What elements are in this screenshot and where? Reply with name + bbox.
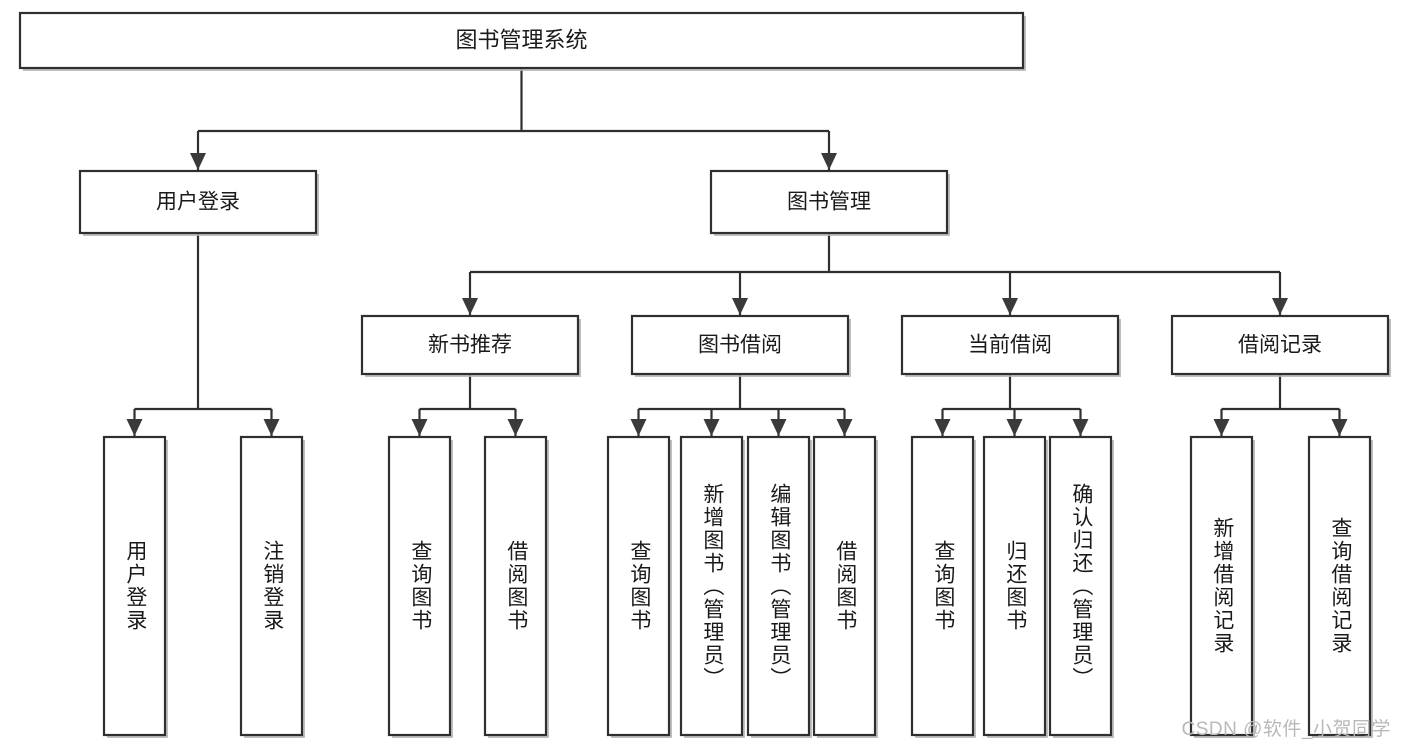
leaf-node-leaf-query-book-2[interactable] [606,435,671,737]
arrow-head-icon [1272,298,1288,315]
arrow-head-icon [934,419,951,436]
leaf-node-leaf-add-record[interactable] [1189,435,1254,737]
arrow-head-icon [1006,419,1023,436]
arrow-head-icon [411,419,428,436]
leaf-node-leaf-logout[interactable] [239,435,304,737]
leaf-node-leaf-query-book-1[interactable] [387,435,452,737]
node-user-login[interactable] [78,169,318,235]
arrow-head-icon [630,419,647,436]
leaf-node-leaf-user-login[interactable] [102,435,167,737]
node-label-user-login: 用户登录 [156,191,240,214]
node-label-root: 图书管理系统 [455,27,587,52]
node-current-borrow[interactable] [900,314,1120,376]
node-borrow-record[interactable] [1170,314,1390,376]
arrow-head-icon [1213,419,1230,436]
arrow-head-icon [507,419,524,436]
arrow-head-icon [1331,419,1348,436]
leaf-node-leaf-borrow-book-2[interactable] [812,435,877,737]
leaf-node-leaf-edit-book[interactable] [746,435,811,737]
arrow-head-icon [821,153,837,170]
node-label-new-book-recommend: 新书推荐 [428,334,512,357]
arrow-head-icon [836,419,853,436]
arrow-head-icon [462,298,478,315]
node-label-book-manage: 图书管理 [787,191,871,214]
arrow-head-icon [732,298,748,315]
connector-layer [126,68,1348,436]
leaf-node-leaf-return-book[interactable] [982,435,1047,737]
arrow-head-icon [703,419,720,436]
arrow-head-icon [1072,419,1089,436]
arrow-head-icon [1002,298,1018,315]
node-book-manage[interactable] [709,169,949,235]
leaf-node-leaf-query-book-3[interactable] [910,435,975,737]
watermark: CSDN @软件_小贺同学 [1181,719,1391,740]
node-book-borrow[interactable] [630,314,850,376]
leaf-node-leaf-query-record[interactable] [1307,435,1372,737]
node-root[interactable] [18,11,1025,70]
leaf-node-leaf-add-book[interactable] [679,435,744,737]
node-box-layer [18,11,1391,738]
arrow-head-icon [770,419,787,436]
node-label-book-borrow: 图书借阅 [698,334,782,357]
node-label-borrow-record: 借阅记录 [1238,334,1322,357]
leaf-node-leaf-confirm-return[interactable] [1048,435,1113,737]
arrow-head-icon [263,419,280,436]
leaf-node-leaf-borrow-book-1[interactable] [483,435,548,737]
arrow-head-icon [190,153,206,170]
node-new-book-recommend[interactable] [360,314,580,376]
arrow-head-icon [126,419,143,436]
node-label-current-borrow: 当前借阅 [968,334,1052,357]
